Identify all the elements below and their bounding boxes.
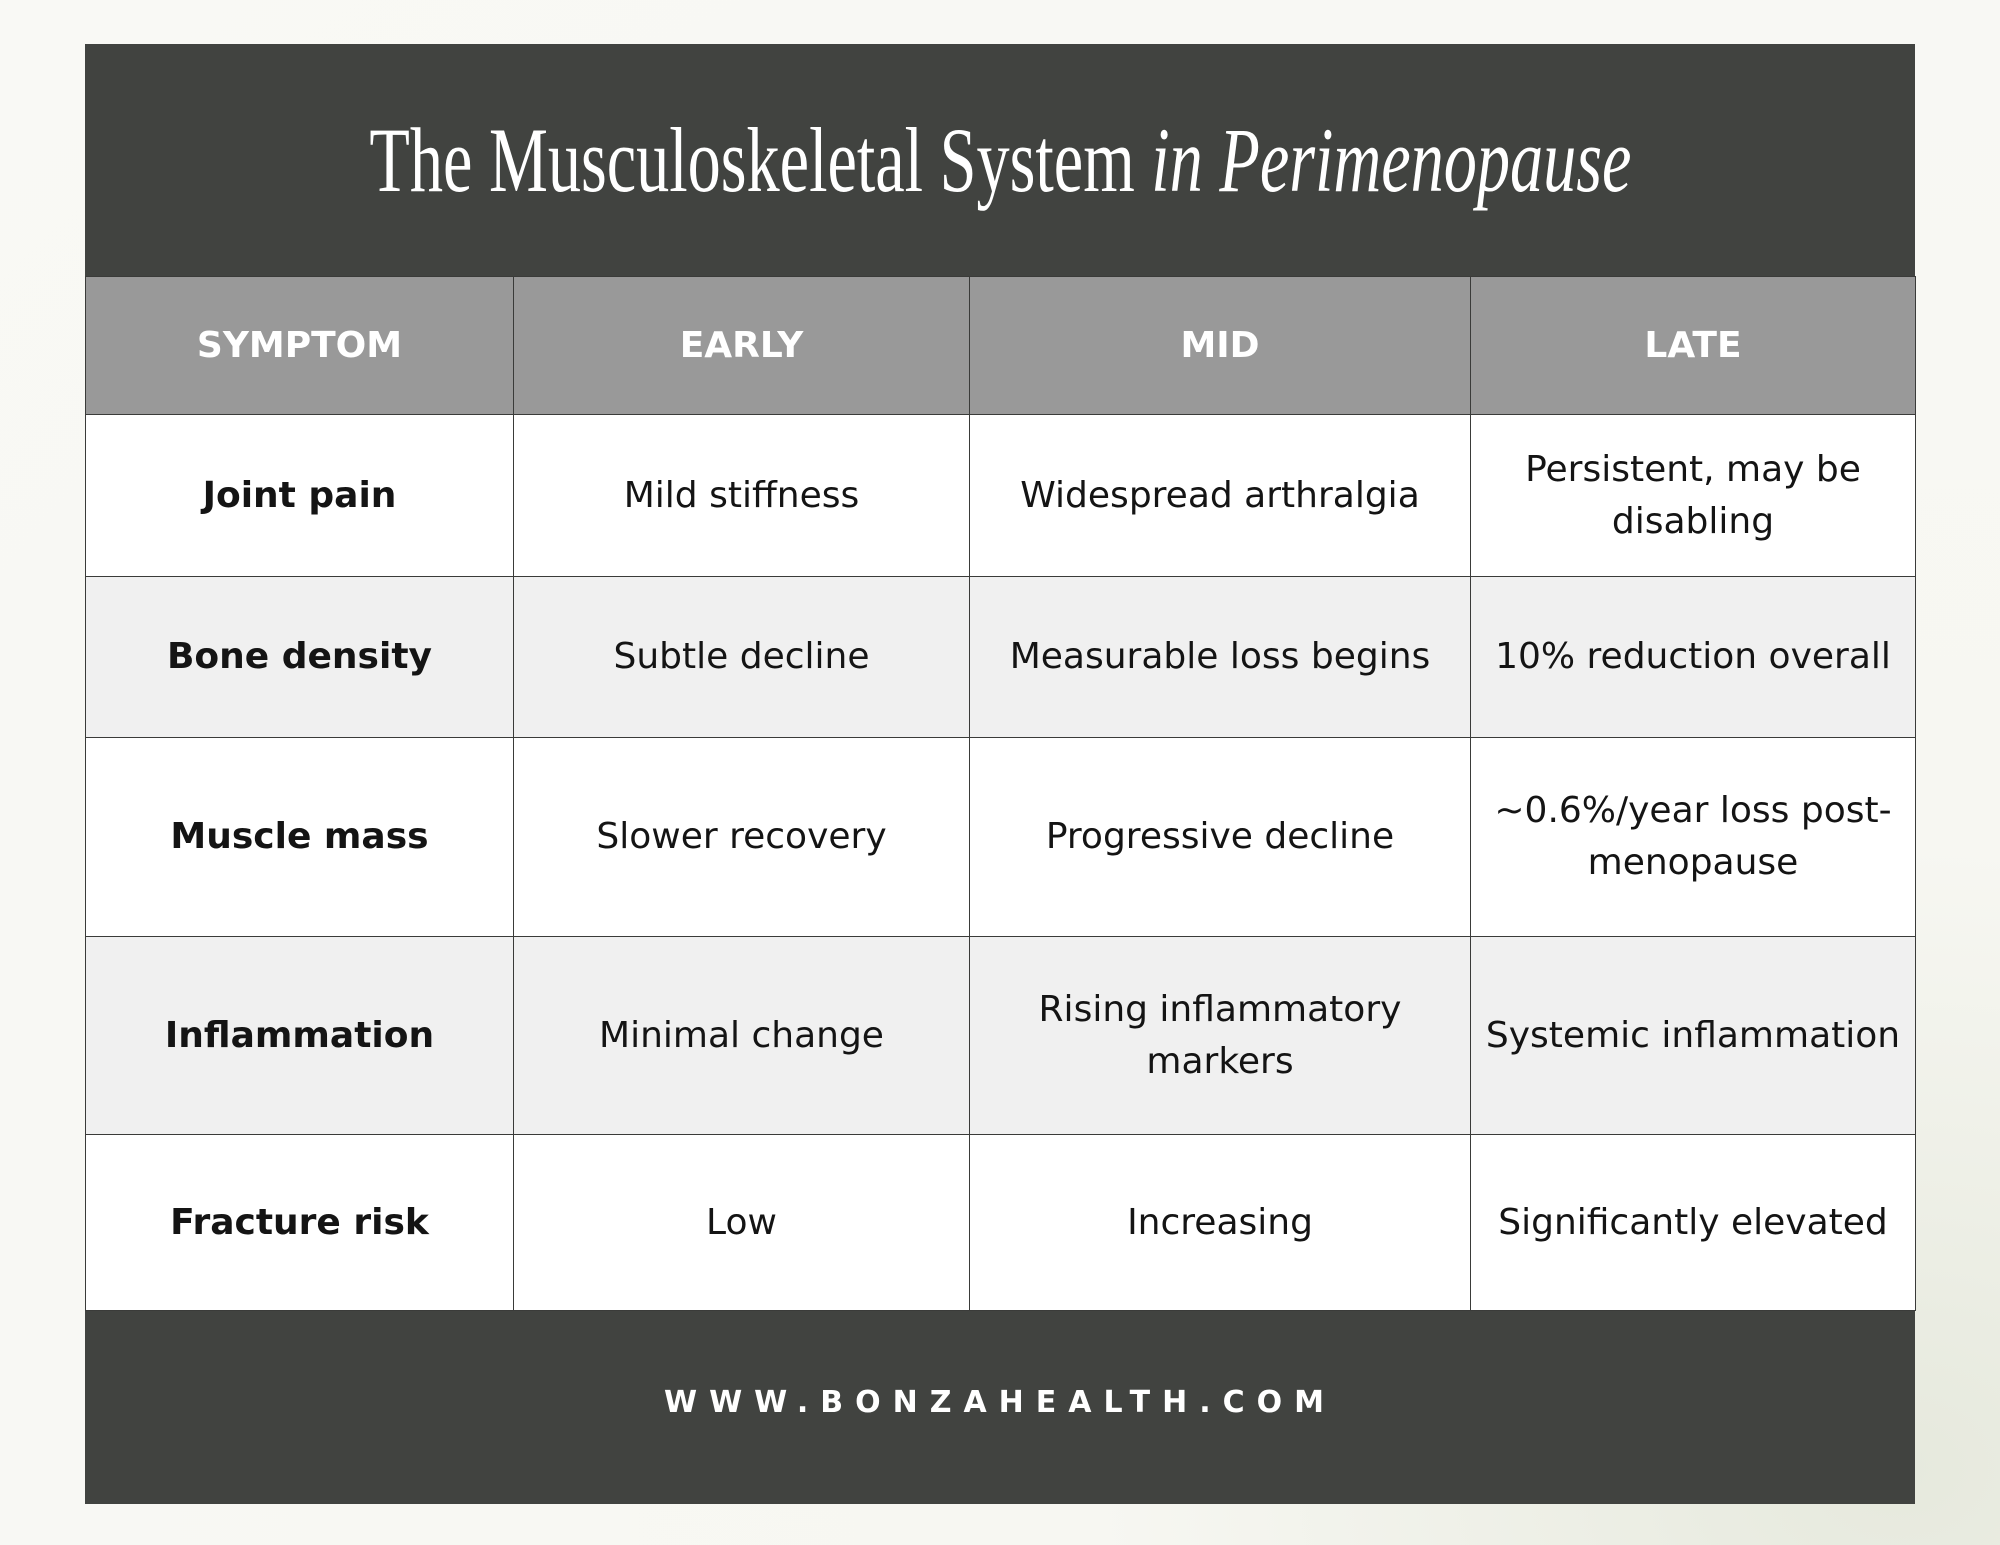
table-row: Bone density Subtle decline Measurable l… — [85, 576, 1916, 738]
footer-banner: WWW.BONZAHEALTH.COM — [85, 1310, 1915, 1504]
symptom-cell: Bone density — [85, 576, 514, 738]
late-cell: ~0.6%/year loss post-menopause — [1470, 737, 1916, 937]
website-url: WWW.BONZAHEALTH.COM — [664, 1384, 1336, 1420]
symptom-cell: Fracture risk — [85, 1134, 514, 1311]
title-main: The Musculoskeletal System — [368, 109, 1135, 211]
column-header-mid: MID — [969, 276, 1471, 415]
late-cell: 10% reduction overall — [1470, 576, 1916, 738]
mid-cell: Increasing — [969, 1134, 1471, 1311]
table-row: Fracture risk Low Increasing Significant… — [85, 1134, 1916, 1311]
column-header-late: LATE — [1470, 276, 1916, 415]
table-row: Muscle mass Slower recovery Progressive … — [85, 737, 1916, 937]
early-cell: Slower recovery — [513, 737, 970, 937]
mid-cell: Rising inflammatory markers — [969, 936, 1471, 1135]
symptom-cell: Muscle mass — [85, 737, 514, 937]
mid-cell: Measurable loss begins — [969, 576, 1471, 738]
title-italic: in Perimenopause — [1150, 109, 1632, 211]
late-cell: Systemic inflammation — [1470, 936, 1916, 1135]
late-cell: Significantly elevated — [1470, 1134, 1916, 1311]
symptom-cell: Joint pain — [85, 414, 514, 577]
symptom-cell: Inflammation — [85, 936, 514, 1135]
early-cell: Subtle decline — [513, 576, 970, 738]
early-cell: Mild stiffness — [513, 414, 970, 577]
mid-cell: Progressive decline — [969, 737, 1471, 937]
table-row: Inflammation Minimal change Rising infla… — [85, 936, 1916, 1135]
early-cell: Minimal change — [513, 936, 970, 1135]
early-cell: Low — [513, 1134, 970, 1311]
infographic-card: The Musculoskeletal System in Perimenopa… — [85, 44, 1916, 1504]
table-row: Joint pain Mild stiffness Widespread art… — [85, 414, 1916, 577]
page-title: The Musculoskeletal System in Perimenopa… — [369, 107, 1631, 213]
table-header-row: SYMPTOM EARLY MID LATE — [85, 276, 1916, 415]
column-header-early: EARLY — [513, 276, 970, 415]
column-header-symptom: SYMPTOM — [85, 276, 514, 415]
late-cell: Persistent, may be disabling — [1470, 414, 1916, 577]
mid-cell: Widespread arthralgia — [969, 414, 1471, 577]
title-banner: The Musculoskeletal System in Perimenopa… — [85, 44, 1915, 276]
symptom-table: SYMPTOM EARLY MID LATE Joint pain Mild s… — [85, 276, 1916, 1311]
